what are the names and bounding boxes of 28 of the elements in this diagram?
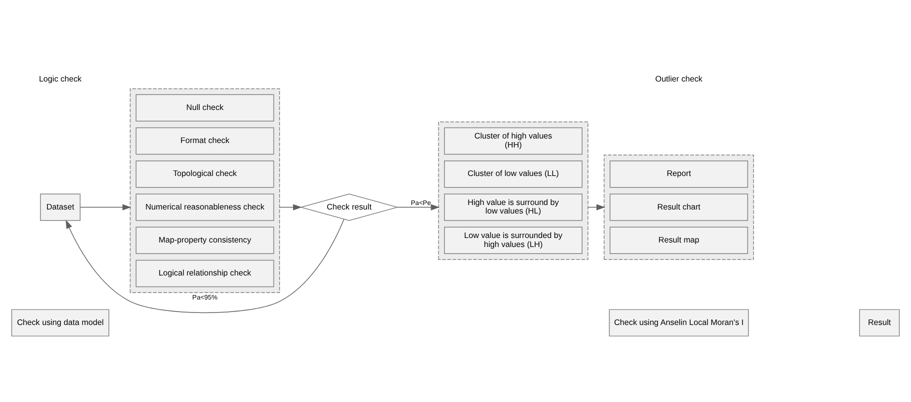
node-box: Format check — [136, 127, 274, 155]
arrow — [397, 204, 440, 210]
node-diamond: Check result — [300, 194, 399, 221]
label: Logic check — [38, 74, 82, 84]
arrow — [66, 218, 344, 314]
node-box: Dataset — [40, 194, 81, 221]
cluster — [130, 88, 280, 293]
arrow — [588, 204, 606, 210]
node-box: Low value is surrounded by high values (LH) — [444, 226, 582, 254]
arrow — [279, 204, 302, 210]
node-box: Null check — [136, 94, 274, 122]
node-box: Check using Anselin Local Moran's I — [608, 309, 749, 336]
node-box: Check using data model — [11, 309, 110, 336]
node-box: Logical relationship check — [136, 260, 274, 288]
node-box: Map-property consistency — [136, 226, 274, 254]
node-box: Numerical reasonableness check — [136, 194, 274, 221]
label: Outlier check — [655, 74, 702, 84]
cluster — [438, 122, 588, 260]
node-box: Result chart — [610, 194, 748, 221]
node-box: Topological check — [136, 160, 274, 188]
cluster — [604, 154, 754, 260]
node-box: Result map — [610, 226, 748, 254]
node-box: Cluster of low values (LL) — [444, 160, 582, 188]
node-box: Report — [610, 160, 748, 188]
node-box: Cluster of high values (HH) — [444, 127, 582, 155]
arrow — [80, 204, 132, 210]
node-box: Result — [859, 309, 900, 336]
node-box: High value is surround by low values (HL) — [444, 194, 582, 221]
